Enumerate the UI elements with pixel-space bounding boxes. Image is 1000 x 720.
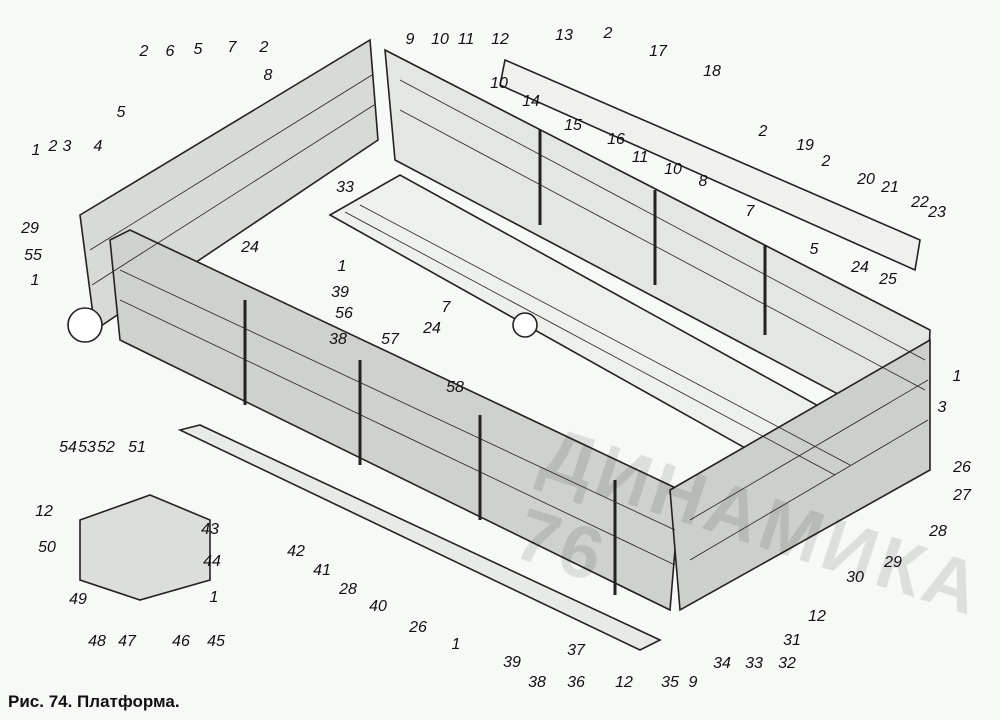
part-label: 36: [567, 674, 585, 691]
part-label: 19: [796, 137, 814, 154]
part-label: 54: [59, 439, 77, 456]
part-label: 32: [778, 655, 796, 672]
part-label: 2: [139, 43, 149, 60]
part-label: 2: [259, 39, 269, 56]
part-label: 1: [451, 636, 461, 653]
part-label: 26: [953, 459, 971, 476]
part-label: 49: [69, 591, 87, 608]
part-label: 28: [929, 523, 947, 540]
part-label: 12: [615, 674, 633, 691]
washer-52-53: [67, 307, 103, 343]
part-label: 8: [698, 173, 708, 190]
part-label: 3: [62, 138, 72, 155]
part-label: 4: [93, 138, 103, 155]
part-label: 22: [911, 194, 929, 211]
part-label: 39: [331, 284, 349, 301]
rail-beam: [499, 58, 921, 272]
part-label: 33: [745, 655, 763, 672]
part-label: 38: [528, 674, 546, 691]
part-label: 10: [490, 75, 508, 92]
part-label: 11: [631, 149, 649, 166]
part-label: 27: [953, 487, 971, 504]
part-label: 1: [31, 142, 41, 159]
part-label: 17: [649, 43, 667, 60]
part-label: 56: [335, 305, 353, 322]
part-label: 3: [937, 399, 947, 416]
part-label: 12: [808, 608, 826, 625]
part-label: 42: [287, 543, 305, 560]
part-label: 6: [165, 43, 175, 60]
part-label: 21: [881, 179, 899, 196]
part-label: 39: [503, 654, 521, 671]
part-label: 14: [522, 93, 540, 110]
part-label: 10: [431, 31, 449, 48]
part-label: 9: [405, 31, 415, 48]
part-label: 5: [809, 241, 819, 258]
part-label: 1: [209, 589, 219, 606]
part-label: 51: [128, 439, 146, 456]
part-label: 43: [201, 521, 219, 538]
part-label: 55: [24, 247, 42, 264]
part-label: 1: [337, 258, 347, 275]
sill-beam: [177, 424, 662, 651]
part-label: 7: [745, 203, 755, 220]
part-label: 2: [48, 138, 58, 155]
part-label: 29: [884, 554, 902, 571]
part-label: 15: [564, 117, 582, 134]
part-label: 45: [207, 633, 225, 650]
part-label: 2: [758, 123, 768, 140]
part-label: 5: [116, 104, 126, 121]
part-label: 13: [555, 27, 573, 44]
part-label: 20: [857, 171, 875, 188]
part-label: 28: [339, 581, 357, 598]
figure-caption: Рис. 74. Платформа.: [8, 692, 180, 711]
pulley: [512, 312, 538, 338]
part-label: 2: [821, 153, 831, 170]
part-label: 11: [457, 31, 475, 48]
part-label: 37: [567, 642, 585, 659]
part-label: 57: [381, 331, 399, 348]
part-label: 18: [703, 63, 721, 80]
part-label: 9: [688, 674, 698, 691]
part-label: 58: [446, 379, 464, 396]
part-label: 35: [661, 674, 679, 691]
part-label: 34: [713, 655, 731, 672]
part-label: 24: [851, 259, 869, 276]
part-label: 31: [783, 632, 801, 649]
part-label: 50: [38, 539, 56, 556]
bracket-box: [79, 494, 211, 601]
part-label: 1: [952, 368, 962, 385]
part-label: 46: [172, 633, 190, 650]
part-label: 25: [879, 271, 897, 288]
part-label: 8: [263, 67, 273, 84]
part-label: 16: [607, 131, 625, 148]
part-label: 12: [491, 31, 509, 48]
part-label: 12: [35, 503, 53, 520]
part-label: 5: [193, 41, 203, 58]
part-label: 7: [441, 299, 451, 316]
part-label: 52: [97, 439, 115, 456]
rear-board: [669, 338, 931, 612]
part-label: 26: [409, 619, 427, 636]
part-label: 24: [241, 239, 259, 256]
part-label: 44: [203, 553, 221, 570]
part-label: 53: [78, 439, 96, 456]
part-label: 47: [118, 633, 136, 650]
part-label: 48: [88, 633, 106, 650]
part-label: 23: [928, 204, 946, 221]
part-label: 2: [603, 25, 613, 42]
part-label: 1: [30, 272, 40, 289]
part-label: 40: [369, 598, 387, 615]
part-label: 30: [846, 569, 864, 586]
part-label: 24: [423, 320, 441, 337]
part-label: 38: [329, 331, 347, 348]
part-label: 10: [664, 161, 682, 178]
part-label: 41: [313, 562, 331, 579]
part-label: 7: [227, 39, 237, 56]
part-label: 29: [21, 220, 39, 237]
part-label: 33: [336, 179, 354, 196]
